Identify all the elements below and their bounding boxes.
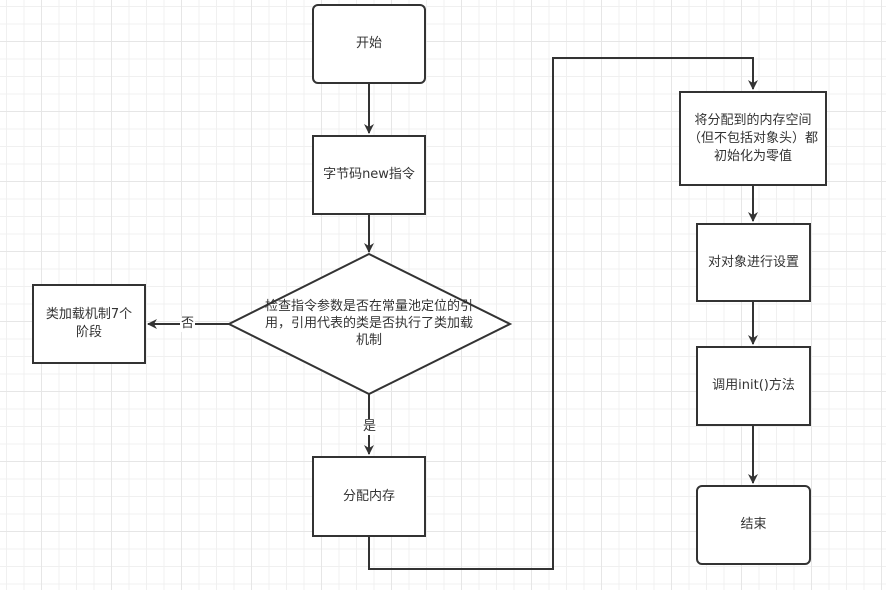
init-method-label: 调用init()方法 [712, 378, 795, 393]
zero-init-label: 将分配到的内存空间（但不包括对象头）都初始化为零值 [687, 112, 818, 164]
edge-label-no: 否 [180, 316, 196, 332]
object-setup-node[interactable]: 对对象进行设置 [696, 223, 811, 302]
end-node[interactable]: 结束 [696, 485, 811, 565]
start-node-label: 开始 [355, 36, 382, 51]
edge-label-yes: 是 [362, 419, 378, 435]
check-condition-label: 检查指令参数是否在常量池定位的引用，引用代表的类是否执行了类加载机制 [264, 299, 473, 348]
edge-allocate-to-zero-init [368, 57, 758, 570]
zero-init-node[interactable]: 将分配到的内存空间（但不包括对象头）都初始化为零值 [679, 91, 827, 186]
start-node[interactable]: 开始 [312, 4, 426, 84]
class-loading-label: 类加载机制7个阶段 [45, 307, 133, 340]
allocate-memory-label: 分配内存 [342, 488, 395, 504]
class-loading-node[interactable]: 类加载机制7个阶段 [32, 284, 146, 364]
object-setup-label: 对对象进行设置 [707, 254, 799, 270]
new-instruction-node[interactable]: 字节码new指令 [312, 135, 426, 215]
init-method-node[interactable]: 调用init()方法 [696, 346, 811, 426]
end-node-label: 结束 [740, 517, 767, 532]
allocate-memory-node[interactable]: 分配内存 [312, 456, 426, 537]
new-instruction-label: 字节码new指令 [323, 167, 415, 182]
